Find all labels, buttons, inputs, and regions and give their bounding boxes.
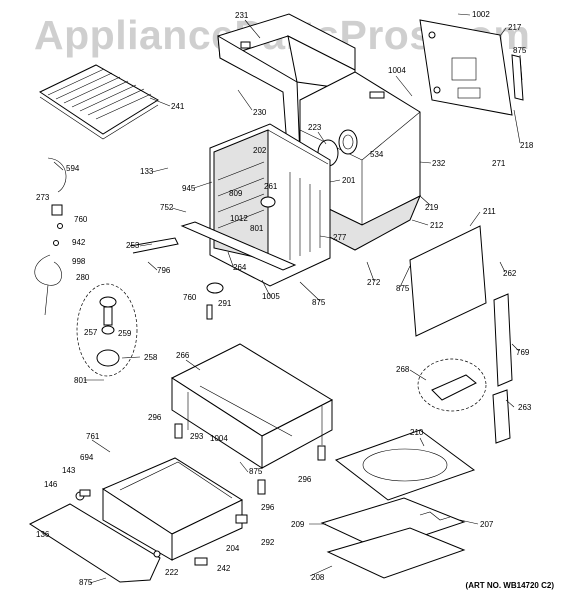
leveling-leg-foot <box>206 282 224 294</box>
callout: 998 <box>72 257 86 266</box>
drawer-guide <box>194 557 208 566</box>
callout: 875 <box>249 467 263 476</box>
callout: 875 <box>396 284 410 293</box>
callout: 262 <box>503 269 517 278</box>
sensor-probe <box>129 237 179 254</box>
lower-trim-strip <box>492 389 511 444</box>
callout: 761 <box>86 432 100 441</box>
callout: 223 <box>308 123 322 132</box>
callout: 272 <box>367 278 381 287</box>
callout: 271 <box>492 159 506 168</box>
callout: 801 <box>74 376 88 385</box>
callout: 945 <box>182 184 196 193</box>
callout: 204 <box>226 544 240 553</box>
callout: 769 <box>516 348 530 357</box>
callout: 296 <box>261 503 275 512</box>
callout: 1002 <box>472 10 490 19</box>
oven-rack <box>38 64 159 140</box>
callout: 143 <box>62 466 76 475</box>
callout: 231 <box>235 11 249 20</box>
drawer-box <box>101 457 244 561</box>
callout: 211 <box>483 207 496 216</box>
callout: 266 <box>176 351 190 360</box>
callout: 201 <box>342 176 356 185</box>
callout: 209 <box>291 520 305 529</box>
callout: 796 <box>157 266 171 275</box>
callout: 230 <box>253 108 267 117</box>
callout: 242 <box>217 564 231 573</box>
callout: 222 <box>165 568 179 577</box>
callout: 217 <box>508 23 522 32</box>
callout: 146 <box>44 480 58 489</box>
drawer-support-frame <box>170 343 334 469</box>
callout: 280 <box>76 273 90 282</box>
rear-panel <box>419 19 524 116</box>
callout: 296 <box>148 413 162 422</box>
callout: 534 <box>370 150 384 159</box>
callout: 809 <box>229 189 243 198</box>
callout: 232 <box>432 159 446 168</box>
kick-plate-bar <box>180 221 297 271</box>
dashed-detail-circle <box>76 283 138 377</box>
callout: 212 <box>430 221 444 230</box>
callout: 942 <box>72 238 86 247</box>
callout: 1012 <box>230 214 248 223</box>
callout: 258 <box>144 353 158 362</box>
callout: 291 <box>218 299 232 308</box>
callout: 760 <box>74 215 88 224</box>
callout: 207 <box>480 520 494 529</box>
drawer-stop <box>153 550 161 558</box>
callout: 875 <box>79 578 93 587</box>
callout: 1004 <box>210 434 228 443</box>
callout: 241 <box>171 102 185 111</box>
callout: 594 <box>66 164 80 173</box>
callout: 218 <box>520 141 534 150</box>
callout: 752 <box>160 203 174 212</box>
wire-harness <box>34 157 67 316</box>
callout: 268 <box>396 365 410 374</box>
callout: 760 <box>183 293 197 302</box>
callout: 1004 <box>388 66 406 75</box>
bottom-panels <box>320 429 476 579</box>
callout: 208 <box>311 573 325 582</box>
callout-labels: 231 1002 217 875 230 1004 218 241 223 53… <box>36 10 534 587</box>
callout: 136 <box>36 530 50 539</box>
callout: 210 <box>410 428 424 437</box>
callout: 1005 <box>262 292 280 301</box>
leader-lines <box>53 13 523 584</box>
leg-foot <box>174 423 183 439</box>
callout: 261 <box>264 182 278 191</box>
leg-foot <box>257 479 266 495</box>
callout: 264 <box>233 263 247 272</box>
callout: 202 <box>253 146 267 155</box>
callout: 253 <box>126 241 140 250</box>
drawer-latch <box>417 358 487 412</box>
callout: 259 <box>118 329 132 338</box>
callout: 293 <box>190 432 204 441</box>
drawer-rail <box>235 514 248 524</box>
callout: 875 <box>312 298 326 307</box>
side-panel <box>409 225 487 337</box>
callout: 273 <box>36 193 50 202</box>
callout: 277 <box>333 233 347 242</box>
drawer-front-panel <box>28 503 161 583</box>
callout: 875 <box>513 46 527 55</box>
callout: 292 <box>261 538 275 547</box>
callout: 133 <box>140 167 154 176</box>
callout: 801 <box>250 224 264 233</box>
callout: 257 <box>84 328 98 337</box>
side-trim-strip <box>493 293 513 387</box>
leg-foot <box>317 445 326 461</box>
callout: 694 <box>80 453 94 462</box>
drawer-clip <box>79 489 91 497</box>
leveling-leg-pin <box>206 304 213 320</box>
art-number: (ART NO. WB14720 C2) <box>465 581 554 590</box>
callout: 296 <box>298 475 312 484</box>
callout: 263 <box>518 403 532 412</box>
callout: 219 <box>425 203 439 212</box>
